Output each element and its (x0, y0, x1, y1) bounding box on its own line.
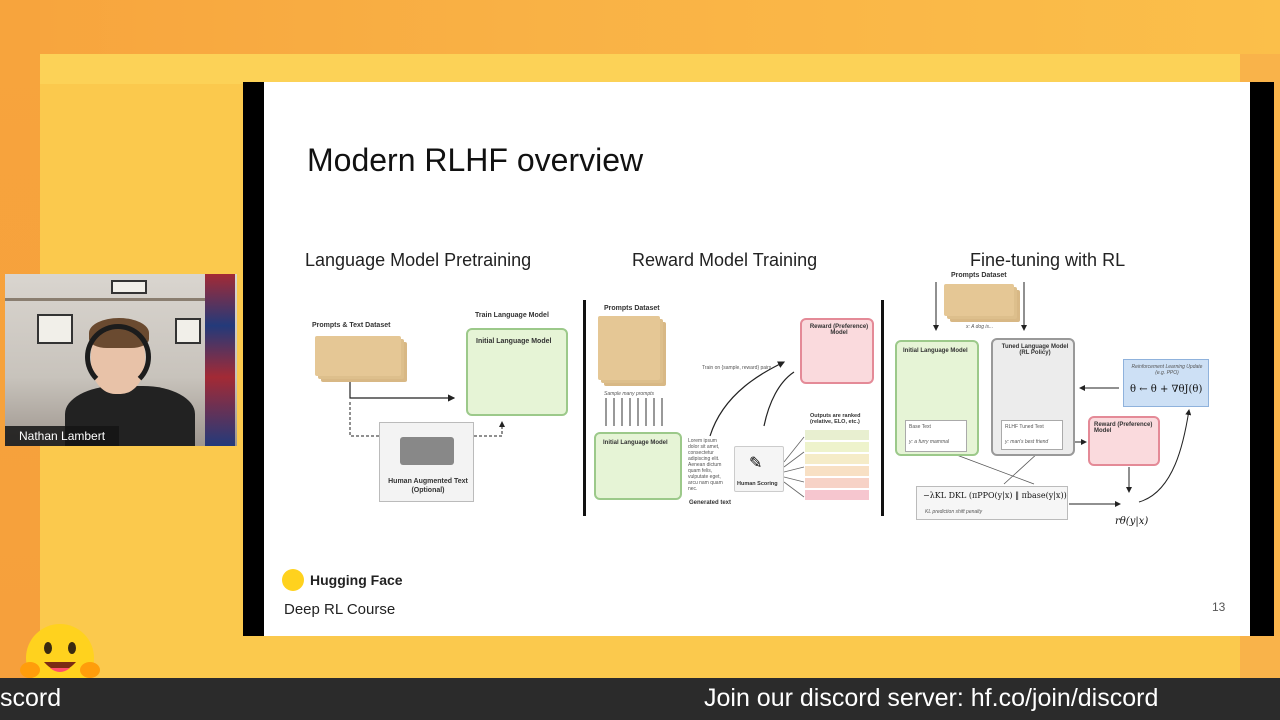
ranked-outputs (805, 430, 869, 508)
pencil-icon: ✎ (749, 455, 763, 472)
rlhf-text-box: RLHF Tuned Text y: man's best friend (1001, 420, 1063, 450)
hugging-face-emoji-icon (282, 569, 304, 591)
brand-label: Hugging Face (310, 572, 403, 588)
diagram3-rlhf-text: RLHF Tuned Text (1005, 424, 1044, 430)
diagram1-train-label: Train Language Model (475, 312, 549, 319)
diagram2-scoring-label: Human Scoring (737, 481, 778, 487)
reward-model-box: Reward (Preference) Model (800, 318, 874, 384)
diagram3-rlhf-y: y: man's best friend (1005, 439, 1049, 445)
generated-text-block: Lorem ipsum dolor sit amet, consectetur … (688, 438, 723, 492)
diagram3-base-y: y: a furry mammal (909, 439, 950, 445)
course-label: Deep RL Course (284, 601, 396, 618)
diagram3-rl-update: Reinforcement Learning Update (e.g. PPO) (1131, 364, 1203, 376)
section-divider (881, 300, 884, 516)
diagram3-initial-label: Initial Language Model (903, 348, 968, 354)
banner-ticker-left: scord (0, 684, 62, 712)
diagram3-prompts-label: Prompts Dataset (951, 272, 1007, 279)
hugging-face-logo: Hugging Face (282, 569, 403, 591)
diagram1-model-label: Initial Language Model (476, 338, 552, 345)
diagram3-penalty-eq: −λKL DKL (πPPO(y|x) ‖ πbase(y|x)) (923, 491, 1067, 500)
slide-title: Modern RLHF overview (307, 142, 644, 178)
dataset-stack (315, 336, 401, 376)
wall-frame (175, 318, 201, 344)
diagram2-train-label: Train on {sample, reward} pairs (702, 365, 772, 371)
webcam-feed: Nathan Lambert (5, 274, 237, 446)
diagram2-outputs-label: Outputs are ranked (relative, ELO, etc.) (810, 413, 861, 425)
diagram3-base-text: Base Text (909, 424, 931, 430)
kl-penalty-box: −λKL DKL (πPPO(y|x) ‖ πbase(y|x)) KL pre… (916, 486, 1068, 520)
initial-lm-box-3: Initial Language Model Base Text y: a fu… (895, 340, 979, 456)
diagram3-x-example: x: A dog is... (966, 324, 994, 330)
diagram2-model-label: Initial Language Model (603, 440, 668, 446)
webcam-banner (205, 274, 235, 446)
page-number: 13 (1212, 600, 1226, 614)
section-title-finetune: Fine-tuning with RL (970, 250, 1126, 270)
diagram3-reward-label: Reward (Preference) Model (1094, 422, 1153, 434)
diagram3-reward-symbol: rθ(y|x) (1115, 516, 1149, 527)
wall-frame (111, 280, 147, 294)
diagram1-augmented-label: Human Augmented Text (Optional) (388, 478, 468, 494)
diagram2-reward-label: Reward (Preference) Model (809, 324, 869, 336)
tuned-lm-box: Tuned Language Model (RL Policy) RLHF Tu… (991, 338, 1075, 456)
webcam-shelf (5, 298, 205, 301)
initial-lm-box-2: Initial Language Model (594, 432, 682, 500)
diagram3-penalty-label: KL prediction shift penalty (925, 509, 983, 515)
reward-model-box-3: Reward (Preference) Model (1088, 416, 1160, 466)
webcam-name-label: Nathan Lambert (5, 426, 120, 446)
section-divider (583, 300, 586, 516)
diagram3-tuned-label: Tuned Language Model (RL Policy) (1001, 344, 1069, 356)
diagram1-dataset-label: Prompts & Text Dataset (312, 322, 391, 329)
background-top (0, 0, 1280, 54)
banner-ticker-right: Join our discord server: hf.co/join/disc… (704, 684, 1159, 712)
prompts-stack (598, 316, 660, 380)
diagram2-prompts-label: Prompts Dataset (604, 305, 660, 312)
section-title-reward: Reward Model Training (632, 250, 818, 270)
diagram-arrows (349, 282, 1192, 507)
base-text-box: Base Text y: a furry mammal (905, 420, 967, 452)
keyboard-icon (400, 437, 454, 465)
diagram2-generated-label: Generated text (689, 500, 732, 506)
diagram3-update-eq: θ ← θ + ∇θJ(θ) (1130, 384, 1203, 395)
headset-icon (85, 324, 151, 390)
prompts-stack-3 (944, 284, 1014, 316)
section-title-pretraining: Language Model Pretraining (305, 250, 532, 270)
wall-frame (37, 314, 73, 344)
bottom-banner: scord Join our discord server: hf.co/joi… (0, 678, 1280, 720)
background-inner-highlight (40, 54, 1240, 84)
rl-update-box: Reinforcement Learning Update (e.g. PPO)… (1123, 359, 1209, 407)
human-scoring-box: ✎ Human Scoring (734, 446, 784, 492)
diagram2-sample-label: Sample many prompts (604, 391, 655, 397)
initial-lm-box: Initial Language Model (466, 328, 568, 416)
slide: Modern RLHF overview Language Model Pret… (264, 82, 1250, 636)
augmented-text-box: Human Augmented Text (Optional) (379, 422, 474, 502)
hugging-face-mascot-icon (20, 624, 100, 684)
